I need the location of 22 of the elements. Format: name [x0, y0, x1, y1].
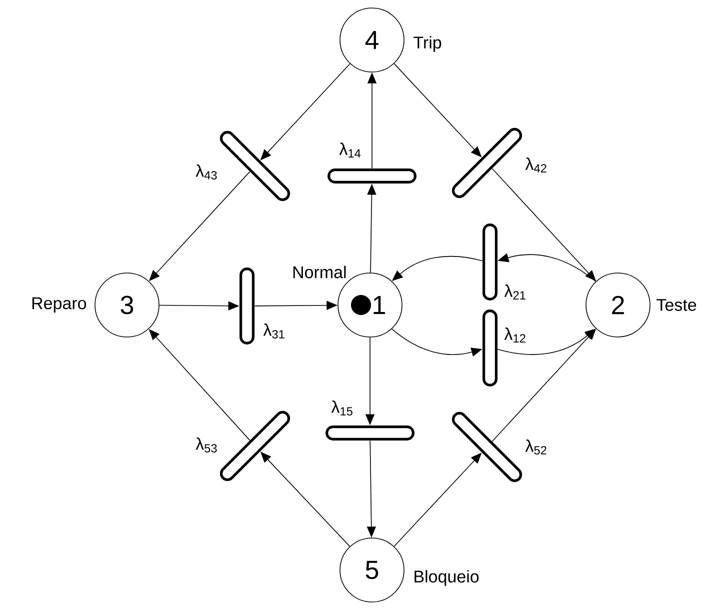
- transition-bar: [326, 426, 414, 440]
- place-label: Trip: [414, 36, 442, 52]
- rate-label: λ$_{52}$: [525, 440, 546, 454]
- rate-label: λ$_{42}$: [525, 158, 546, 172]
- rate-label: λ$_{14}$: [339, 142, 361, 158]
- transition-bar: [240, 268, 254, 344]
- rate-label: λ$_{53}$: [196, 438, 217, 452]
- transition-bar: [328, 168, 416, 184]
- place-label: Bloqueio: [414, 570, 479, 586]
- rate-label: λ$_{31}$: [263, 324, 284, 338]
- transition-bar: [482, 310, 498, 386]
- rate-label: λ$_{21}$: [504, 284, 526, 300]
- transition-bar: [452, 412, 522, 482]
- rate-label: λ$_{15}$: [331, 400, 352, 416]
- transition-bar: [220, 130, 290, 202]
- place-label: Teste: [656, 299, 696, 311]
- transition-bar: [452, 128, 522, 198]
- place-label: Reparo: [32, 297, 86, 313]
- rate-label: λ$_{43}$: [196, 164, 217, 180]
- transition-bar: [482, 224, 498, 300]
- rate-label: λ$_{12}$: [504, 328, 526, 342]
- transition-bar: [220, 410, 290, 482]
